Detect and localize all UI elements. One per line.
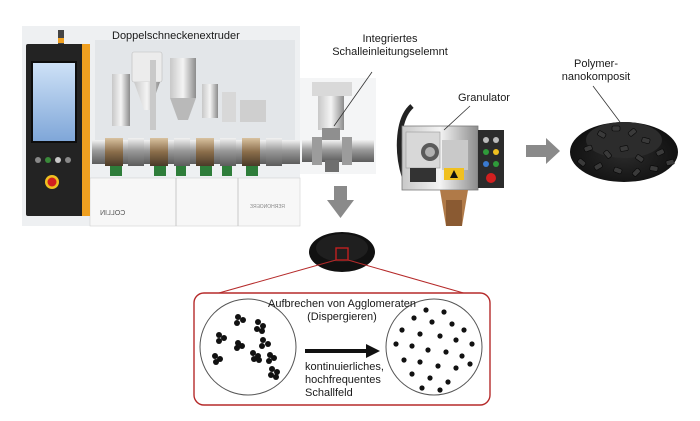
process-label-line2: (Dispergieren) (307, 311, 377, 323)
sonotrode-photo (300, 78, 376, 174)
process-label-line1: Aufbrechen von Agglomeraten (268, 298, 416, 310)
product-callout-line (592, 85, 621, 123)
dispersion-arrow (305, 344, 380, 358)
arrow-down (327, 186, 354, 218)
pellet-pile (570, 122, 678, 182)
sound-field-label: kontinuierliches, hochfrequentes Schallf… (305, 361, 384, 400)
sound-field-label-line2: hochfrequentes (305, 374, 381, 386)
machine-brand-text-2: ЗЯ∃ОИОНЯЗЯ (250, 204, 285, 210)
granulator-label: Granulator (458, 92, 510, 104)
product-label: Polymer- nanokomposit (546, 58, 646, 84)
extruder-label: Doppelschneckenextruder (112, 30, 240, 42)
granulator-callout-line (443, 105, 471, 131)
product-label-line2: nanokomposit (561, 71, 631, 83)
sonotrode-callout-line (333, 71, 373, 127)
machine-brand-text: COLLIN (100, 210, 126, 217)
sonotrode-label-line2: Schalleinleitungselemnt (332, 46, 448, 58)
granulator-photo (393, 104, 507, 232)
sonotrode-label: Integriertes Schalleinleitungselemnt (330, 33, 450, 59)
sound-field-label-line3: Schallfeld (305, 387, 353, 399)
melt-sample (309, 232, 375, 272)
process-label: Aufbrechen von Agglomeraten (Dispergiere… (256, 298, 428, 324)
extruder-photo (22, 26, 301, 227)
agglomerated-particles-circle (199, 298, 297, 396)
dispersed-particles-circle (385, 298, 483, 396)
arrow-right (526, 138, 560, 164)
sound-field-label-line1: kontinuierliches, (305, 361, 384, 373)
sonotrode-label-line1: Integriertes (362, 33, 418, 45)
product-label-line1: Polymer- (573, 58, 618, 70)
